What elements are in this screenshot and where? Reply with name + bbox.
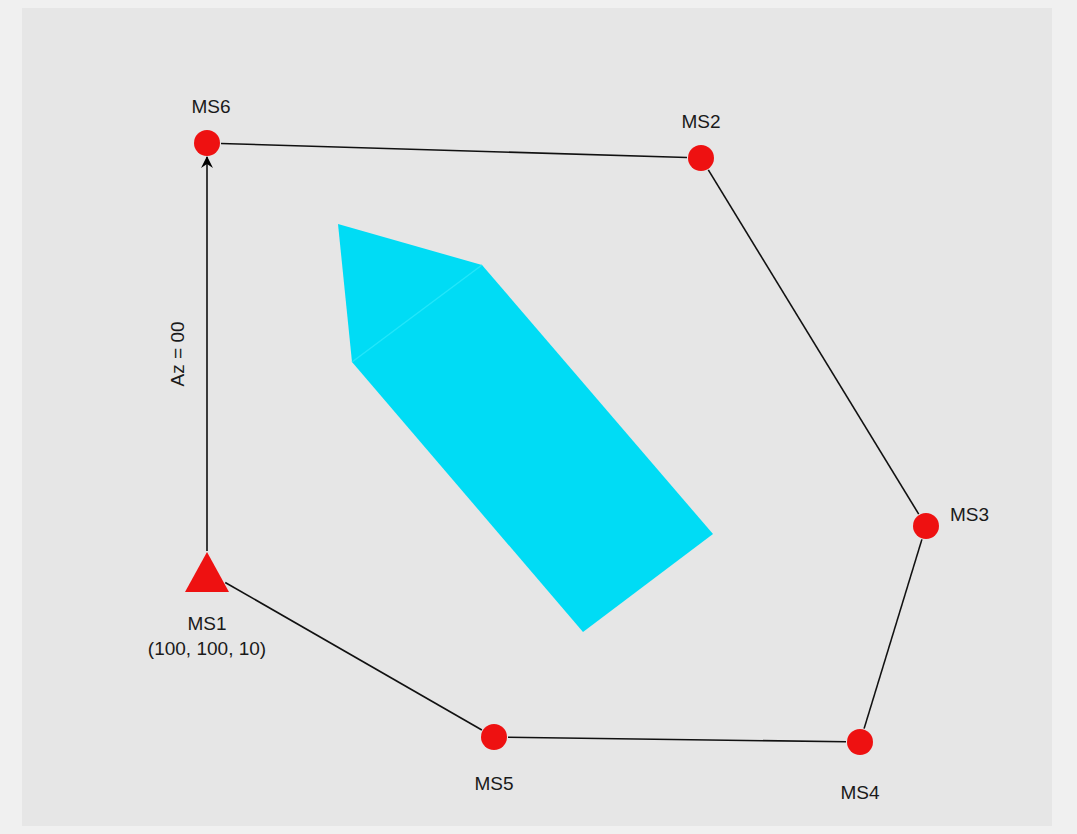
circle-mark: [194, 130, 220, 156]
circle-mark: [481, 724, 507, 750]
station-symbol: [687, 144, 715, 172]
triangle-mark: [185, 552, 229, 592]
traverse-leg: [864, 539, 922, 728]
control-station-triangle: MS1(100, 100, 10): [184, 551, 230, 593]
station-symbol: [193, 129, 221, 157]
station-name: MS1: [187, 613, 226, 635]
station-symbol: [480, 723, 508, 751]
station-symbol: [912, 512, 940, 540]
station-marker: MS2: [687, 144, 715, 172]
station-marker: MS4: [846, 728, 874, 756]
station-name: MS3: [950, 504, 989, 526]
traverse-leg: [206, 157, 208, 551]
station-coordinates: (100, 100, 10): [148, 638, 266, 660]
circle-mark: [913, 513, 939, 539]
station-marker: MS6: [193, 129, 221, 157]
station-marker: MS3: [912, 512, 940, 540]
roof-ridge: [352, 265, 482, 362]
building-footprint: [338, 224, 713, 632]
traverse-leg: [221, 143, 687, 157]
panel-ground: [22, 8, 1052, 826]
traverse-leg: [508, 737, 846, 742]
station-name: MS6: [191, 96, 230, 118]
azimuth-label: Az = 00: [166, 322, 188, 387]
station-name: MS4: [840, 782, 879, 804]
circle-mark: [847, 729, 873, 755]
station-symbol: [184, 551, 230, 593]
traverse-leg: [708, 170, 918, 514]
circle-mark: [688, 145, 714, 171]
station-symbol: [846, 728, 874, 756]
station-name: MS5: [474, 773, 513, 795]
station-marker: MS5: [480, 723, 508, 751]
station-name: MS2: [681, 111, 720, 133]
